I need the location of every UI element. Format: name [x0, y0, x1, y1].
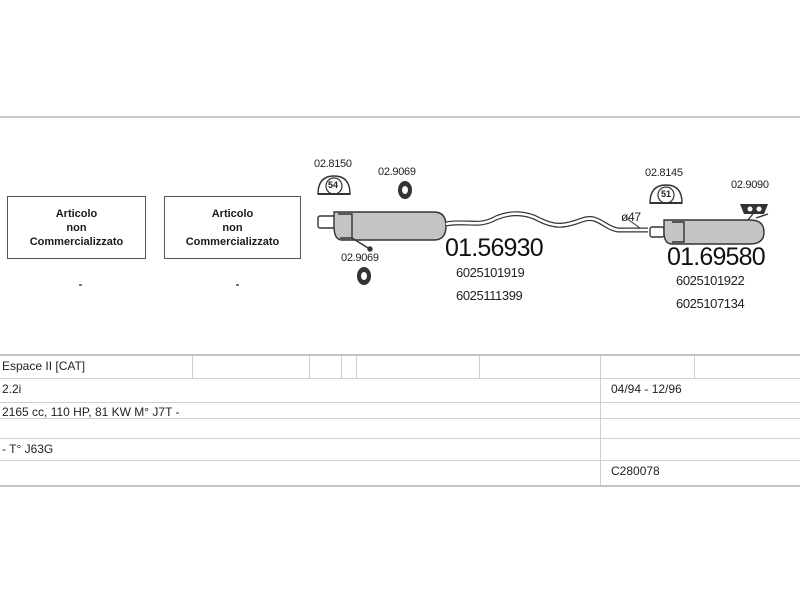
not-sold-line2: non [66, 221, 87, 234]
not-sold-box-2: Articolo non Commercializzato [164, 196, 301, 259]
rear-silencer-drawing [649, 209, 765, 245]
table-column-separator [356, 356, 357, 378]
exhaust-system-diagram [317, 175, 769, 285]
rubber-front-bottom-drawing [357, 267, 371, 285]
table-column-separator [479, 356, 480, 378]
rear-silencer-oe2: 6025107134 [676, 296, 745, 311]
table-row-line [0, 378, 800, 379]
vehicle-type: - T° J63G [2, 442, 54, 456]
not-sold-line3: Commercializzato [185, 235, 280, 248]
not-sold-line1: Articolo [55, 207, 98, 220]
vehicle-engine: 2.2i [2, 382, 22, 396]
rubber-front-top-drawing [398, 181, 412, 199]
vehicle-years: 04/94 - 12/96 [611, 382, 682, 396]
top-border [0, 116, 800, 118]
hanger-front-badge: 54 [328, 180, 339, 190]
rear-silencer-oe1: 6025101922 [676, 273, 745, 288]
rubber-front-bottom-ref: 02.9069 [341, 252, 379, 264]
front-silencer-code: 01.56930 [445, 234, 544, 262]
rubber-front-top-ref: 02.9069 [378, 166, 416, 178]
table-top-border [0, 354, 800, 356]
vehicle-specs: 2165 cc, 110 HP, 81 KW M° J7T - [2, 405, 180, 419]
hanger-rear-drawing [649, 184, 683, 204]
not-sold-line1: Articolo [211, 207, 254, 220]
vehicle-model: Espace II [CAT] [2, 359, 86, 373]
table-column-separator [192, 356, 193, 378]
not-sold-line3: Commercializzato [29, 235, 124, 248]
hanger-front-drawing [317, 175, 351, 195]
rubber-rear-ref: 02.9090 [731, 179, 769, 191]
table-row-line [0, 460, 800, 461]
table-row-line [0, 402, 800, 403]
not-sold-line2: non [222, 221, 243, 234]
table-bottom-border [0, 485, 800, 487]
rubber-rear-drawing [740, 204, 768, 214]
front-silencer-oe1: 6025101919 [456, 265, 525, 280]
front-silencer-oe2: 6025111399 [456, 288, 523, 303]
catalog-code: C280078 [611, 464, 660, 478]
hanger-rear-ref: 02.8145 [645, 167, 683, 179]
table-row-line [0, 418, 800, 419]
table-row-line [0, 438, 800, 439]
mark-dot [79, 284, 82, 286]
mark-dot [236, 284, 239, 286]
hanger-rear-badge: 51 [661, 189, 672, 199]
pipe-diameter-label: ø47 [621, 210, 641, 224]
table-column-separator [309, 356, 310, 378]
not-sold-box-1: Articolo non Commercializzato [7, 196, 146, 259]
table-column-separator [341, 356, 342, 378]
hanger-front-ref: 02.8150 [314, 158, 352, 170]
table-column-separator [600, 356, 601, 485]
table-column-separator [694, 356, 695, 378]
rear-silencer-code: 01.69580 [667, 243, 766, 271]
front-silencer-drawing [317, 211, 447, 252]
